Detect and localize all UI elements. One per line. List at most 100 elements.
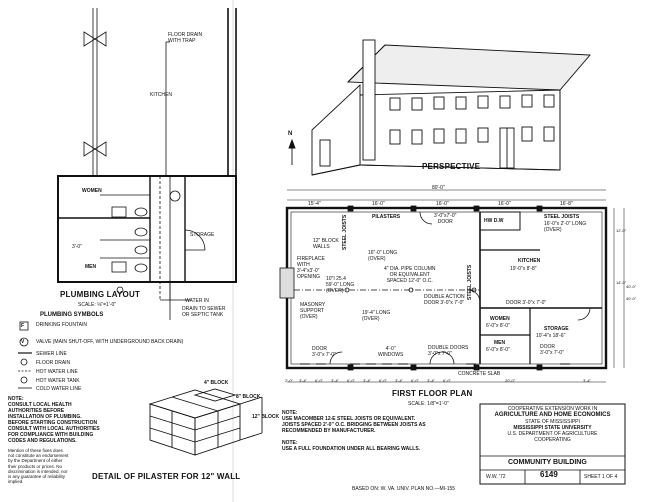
project-name: COMMUNITY BUILDING [508,459,587,466]
men-dim: 6'-0"x 8'-0" [486,347,510,353]
fireplace-label: FIREPLACE WITH 3'-4"x3'-0" OPENING [297,256,325,280]
plumbing-symbols-title: PLUMBING SYMBOLS [40,312,104,318]
door-top-label: 3'-0"x7'-0" DOOR [434,213,457,225]
right-note-heading-2: NOTE: [282,440,298,446]
floor-drain-label: FLOOR DRAIN WITH TRAP [168,32,203,44]
based-on-label: BASED ON: W. VA. UNIV. PLAN NO.—MI-155 [352,486,456,492]
door-storage-label: DOOR 3'-0"x 7'-0" [540,344,564,356]
beam-mid-label: 19'-4" LONG (OVER) [362,310,391,322]
windows-label: 4'-0" WINDOWS [378,346,404,358]
left-note-line: CODES AND REGULATIONS. [8,438,77,444]
drain-label: DRAIN TO SEWER OR SEPTIC TANK [182,306,226,318]
hw-label: HW D.W [484,218,504,224]
dim-bottom: 3'-4" [299,378,307,383]
overall-width: 80'-0" [432,185,445,191]
concrete-slab-label: CONCRETE SLAB [458,371,501,377]
tb-line3: STATE OF MISSISSIPPI [525,419,580,425]
floor-plan-scale: SCALE: 1/8"=1'-0" [408,401,449,407]
left-note-line: BEFORE STARTING CONSTRUCTION [8,420,98,426]
beam-right-label: 16'-0"x 2'-0" LONG (OVER) [544,221,587,233]
north-label: N [288,131,293,137]
pilaster-12-block: 12" BLOCK [252,414,280,420]
dim-top-5: 16'-8" [560,201,573,207]
men-label-plumbing: MEN [85,264,97,270]
perspective-title: PERSPECTIVE [422,162,481,171]
symbol-cold-water-line: COLD WATER LINE [36,386,82,392]
right-note: NOTE: USE MACOMBER 12-E STEEL JOISTS OR … [282,410,482,452]
tb-line6: COOPERATING [534,437,571,443]
steel-joists-right: STEEL JOISTS [467,264,473,300]
dim-right-1: 12'-0" [616,228,627,233]
right-note-heading-1: NOTE: [282,410,298,416]
symbol-hot-water-line: HOT WATER LINE [36,369,78,375]
beam-top-label: 16"-0" LONG (OVER) [368,250,398,262]
title-block: COOPERATIVE EXTENSION WORK IN AGRICULTUR… [480,406,625,443]
pilaster-4-block: 4" BLOCK [204,380,229,386]
beam-i-label: 10"I 25.4 59'-0" LONG (OVER) [326,276,355,294]
tb-line5: U.S. DEPARTMENT OF AGRICULTURE [507,431,598,437]
left-note-line: CONSULT WITH LOCAL AUTHORITIES [8,426,100,432]
plumbing-layout-scale: SCALE: ⅛"=1'-0" [78,302,116,308]
kitchen-dim: 19'-0"x 8'-8" [510,266,537,272]
left-note-heading: NOTE: [8,396,24,402]
left-note-line: FOR COMPLIANCE WITH BUILDING [8,432,94,438]
pipe-column-label: 4" DIA. PIPE COLUMN OR EQUIVALENT SPACED… [384,266,436,284]
dim-bottom: 20'-0" [505,378,516,383]
pilaster-8-block: 8" BLOCK [236,394,261,400]
left-note-line: AUTHORITIES BEFORE [8,408,65,414]
floor-plan-title: FIRST FLOOR PLAN [392,389,473,398]
right-note-line: USE MACOMBER 12-E STEEL JOISTS OR EQUIVA… [282,416,416,422]
storage-dim: 10'-4"x 18'-6" [536,333,566,339]
masonry-support-label: MASONRY SUPPORT (OVER) [300,302,326,320]
right-note-line: JOISTS SPACED 2'-0" O.C. BRIDGING BETWEE… [282,422,426,428]
dim-bottom: 3'-4" [363,378,371,383]
dim-top-2: 16'-0" [372,201,385,207]
dim-3-0: 3'-0" [72,244,82,250]
pilaster-title: DETAIL OF PILASTER FOR 12" WALL [92,472,241,481]
dims-bottom-row: 2'-0" 3'-4" 6'-0" 3'-4" 6'-0" 3'-4" 6'-0… [285,378,607,386]
left-note: NOTE: CONSULT LOCAL HEALTH AUTHORITIES B… [8,396,118,484]
tb-line4: MISSISSIPPI STATE UNIVERSITY [513,425,592,431]
dim-bottom: 3'-4" [583,378,591,383]
dim-top-1: 15'-4" [308,201,321,207]
symbol-valve: VALVE (MAIN SHUT-OFF, WITH UNDERGROUND B… [36,339,184,345]
door-left-label: DOOR 3'-0"x 7'-0" [312,346,336,358]
dim-right-3: 40'-0" [626,296,637,301]
right-note-line: USE A FULL FOUNDATION UNDER ALL BEARING … [282,446,421,452]
door-right-label: DOOR 3'-0"x 7'-0" [506,300,547,306]
dim-top-3: 16'-0" [436,201,449,207]
drawing-number: 6149 [540,470,558,479]
left-note-line: CONSULT LOCAL HEALTH [8,402,72,408]
steel-joists-left: STEEL JOISTS [342,214,348,250]
block-walls-label: 12" BLOCK WALLS [313,238,339,250]
drawn-by: W.W. '72 [486,474,506,480]
dim-bottom: 6'-0" [443,378,451,383]
symbol-v-glyph: V [21,339,25,345]
pilasters-label: PILASTERS [372,214,401,220]
dim-top-4: 16'-0" [498,201,511,207]
dim-bottom: 2'-0" [285,378,293,383]
left-note-fine-print: Mention of these fixes does not constitu… [8,448,69,485]
water-in-label: WATER IN [185,298,209,304]
women-label-plumbing: WOMEN [82,188,102,194]
storage-label: STORAGE [544,326,569,332]
left-note-line: INSTALLATION OF PLUMBING. [8,414,82,420]
kitchen-label: KITCHEN [518,258,541,264]
symbol-f-glyph: F [21,323,25,329]
dim-bottom: 3'-4" [395,378,403,383]
symbol-sewer-line: SEWER LINE [36,351,67,357]
dim-bottom: 3'-4" [331,378,339,383]
dim-bottom: 6'-0" [379,378,387,383]
symbol-floor-drain: FLOOR DRAIN [36,360,71,366]
dim-bottom: 3'-4" [427,378,435,383]
dim-bottom: 6'-0" [411,378,419,383]
overall-depth: 40'-0" [626,284,637,289]
dim-bottom: 6'-0" [347,378,355,383]
women-dim: 6'-0"x 8'-0" [486,323,510,329]
tb-line1: COOPERATIVE EXTENSION WORK IN [507,406,598,412]
plumbing-layout-title: PLUMBING LAYOUT [60,290,141,299]
symbol-hot-water-tank: HOT WATER TANK [36,378,80,384]
double-doors-label: DOUBLE DOORS 3'-0"x 7'-0" [428,345,469,357]
men-label: MEN [494,340,506,346]
